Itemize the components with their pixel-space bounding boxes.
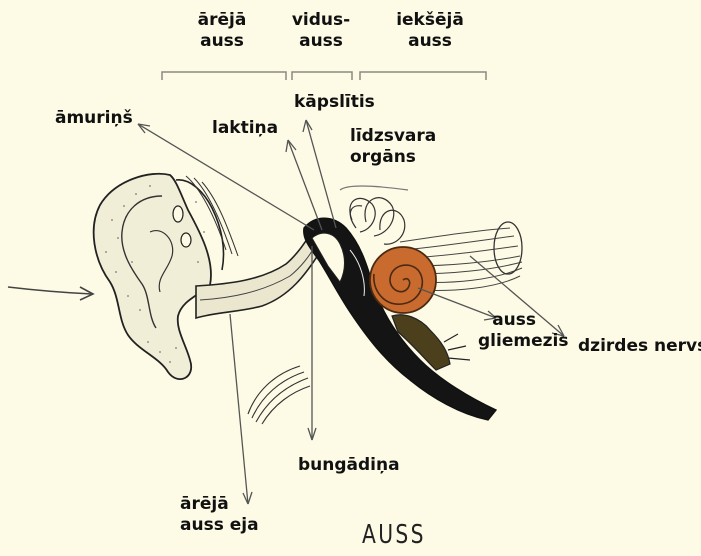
incus-label: laktiņa (212, 118, 278, 139)
inner-ear-bracket (360, 72, 486, 80)
eardrum-label: bungādiņa (298, 455, 400, 476)
inner-ear-label: iekšējā auss (392, 10, 468, 52)
ear-canal-label: ārējā auss eja (180, 494, 259, 536)
cochlea-label: auss gliemezis (478, 310, 558, 352)
section-brackets (162, 72, 486, 80)
middle-ear-label: vidus- auss (286, 10, 356, 52)
sound-arrow (8, 287, 93, 300)
balance-organ-label: līdzsvara orgāns (350, 126, 436, 168)
ear-canal-drawing (196, 226, 320, 318)
middle-ear-bracket (292, 72, 352, 80)
auditory-nerve-label: dzirdes nervs (578, 336, 701, 357)
outer-ear-bracket (162, 72, 286, 80)
pinna-drawing (94, 174, 238, 379)
lower-hatching (248, 366, 310, 424)
pinna-label: āmuriņš (55, 108, 133, 129)
outer-ear-label: ārējā auss (186, 10, 258, 52)
diagram-title: AUSS (362, 520, 426, 550)
stapes-label: kāpslītis (294, 92, 375, 113)
cochlea-drawing (370, 247, 436, 313)
